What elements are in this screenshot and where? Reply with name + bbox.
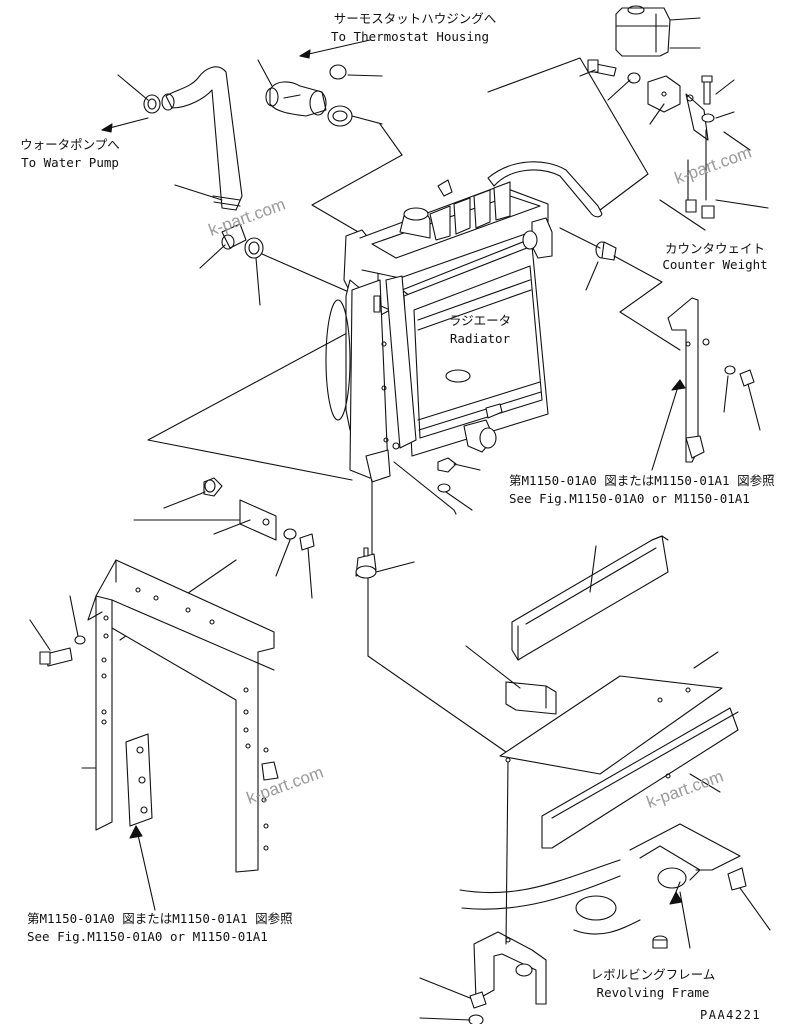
revolving-frame-label-en: Revolving Frame: [596, 985, 710, 1000]
radiator-label-ja: ラジエータ: [448, 313, 512, 328]
hose-clamp-upper-left: [143, 94, 161, 114]
see-fig-left-ja: 第M1150-01A0 図またはM1150-01A1 図参照: [27, 911, 293, 926]
tank-bolt-right: [701, 75, 715, 123]
lower-mount-bracket: [473, 931, 547, 1005]
water-pump-label-en: To Water Pump: [21, 155, 119, 170]
see-fig-right-en: See Fig.M1150-01A0 or M1150-01A1: [509, 491, 750, 506]
radiator-assembly: [325, 179, 553, 483]
left-support-frame: [87, 559, 279, 873]
mounting-bolt: [203, 477, 223, 497]
tank-bracket: [647, 75, 709, 141]
revolving-frame-deck: [459, 651, 747, 949]
reservoir-tank: [615, 5, 671, 57]
drawing-code: PAA4221: [700, 1008, 762, 1022]
revolving-frame-label-ja: レボルビングフレーム: [590, 967, 716, 982]
water-pump-label-ja: ウォータポンプへ: [20, 137, 120, 152]
hose-clamp-thermostat: [327, 64, 353, 127]
bracket-plate: [239, 499, 277, 541]
thermostat-hose: [265, 81, 327, 117]
see-fig-right-ja: 第M1150-01A0 図またはM1150-01A1 図参照: [509, 473, 775, 488]
lower-hose-stub: [221, 223, 247, 250]
frame-bolt: [39, 635, 86, 667]
see-fig-left-en: See Fig.M1150-01A0 or M1150-01A1: [27, 929, 268, 944]
counter-weight-label-ja: カウンタウェイト: [664, 241, 765, 256]
thermostat-label-ja: サーモスタットハウジングへ: [333, 11, 497, 26]
thermostat-label-en: To Thermostat Housing: [330, 29, 490, 44]
counter-weight-plate: [511, 535, 669, 661]
counter-weight-label-en: Counter Weight: [662, 257, 768, 272]
upper-hose: [161, 66, 243, 211]
bracket-right: [667, 297, 710, 463]
rubber-mount: [355, 547, 377, 579]
rubber-block: [505, 681, 557, 715]
hose-clamp-lower-left: [244, 237, 264, 259]
overflow-hose: [487, 161, 603, 218]
radiator-cap-hose: [595, 241, 617, 261]
tank-bolt: [587, 59, 641, 84]
radiator-label-en: Radiator: [449, 331, 511, 346]
